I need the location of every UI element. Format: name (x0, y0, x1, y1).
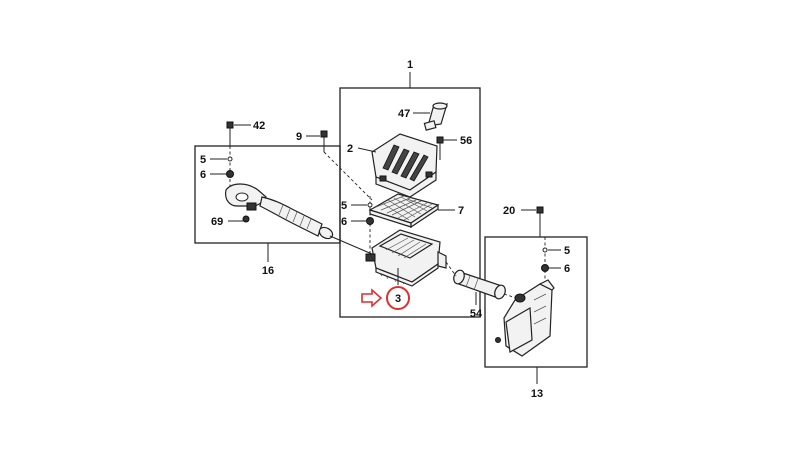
washer-5-icon (227, 156, 233, 162)
callout-42: 42 (253, 120, 265, 132)
callout-6-group13: 6 (564, 263, 570, 275)
callout-3-highlighted: 3 (395, 293, 401, 305)
callout-69: 69 (211, 216, 223, 228)
highlight-pointer-arrow-icon (361, 288, 383, 308)
washer-5-icon (542, 247, 548, 253)
intake-tube-54-icon (453, 269, 506, 300)
air-cleaner-lower-case-icon (365, 229, 447, 287)
callout-2: 2 (347, 143, 353, 155)
air-cleaner-cover-icon (371, 133, 438, 198)
mounting-bracket-icon (225, 183, 267, 211)
callout-5-group13: 5 (564, 245, 570, 257)
bolt-20-icon (536, 206, 544, 237)
callout-6-group16: 6 (200, 169, 206, 181)
resonator-icon (495, 279, 555, 357)
callout-20: 20 (503, 205, 515, 217)
intake-hose-icon (259, 196, 334, 240)
nut-6-icon (366, 217, 374, 225)
bolt-9-icon (320, 130, 328, 152)
nut-6-icon (541, 264, 549, 272)
nut-6-icon (226, 170, 234, 178)
callout-5-group1: 5 (341, 200, 347, 212)
washer-5-icon (367, 202, 373, 208)
bolt-69-icon (242, 215, 250, 223)
callout-47: 47 (398, 108, 410, 120)
callout-7: 7 (458, 205, 464, 217)
callout-5-group16: 5 (200, 154, 206, 166)
callout-13: 13 (531, 388, 543, 400)
bolt-42-icon (226, 121, 234, 146)
air-duct-47-icon (423, 102, 448, 131)
bolt-56-icon (436, 136, 444, 160)
callout-9: 9 (296, 131, 302, 143)
callout-1: 1 (407, 59, 413, 71)
callout-16: 16 (262, 265, 274, 277)
callout-56: 56 (460, 135, 472, 147)
callout-54: 54 (470, 308, 483, 320)
highlight-circle (386, 286, 410, 310)
group-frame-13 (484, 236, 588, 368)
callout-6-group1: 6 (341, 216, 347, 228)
air-filter-element-icon (368, 193, 440, 229)
